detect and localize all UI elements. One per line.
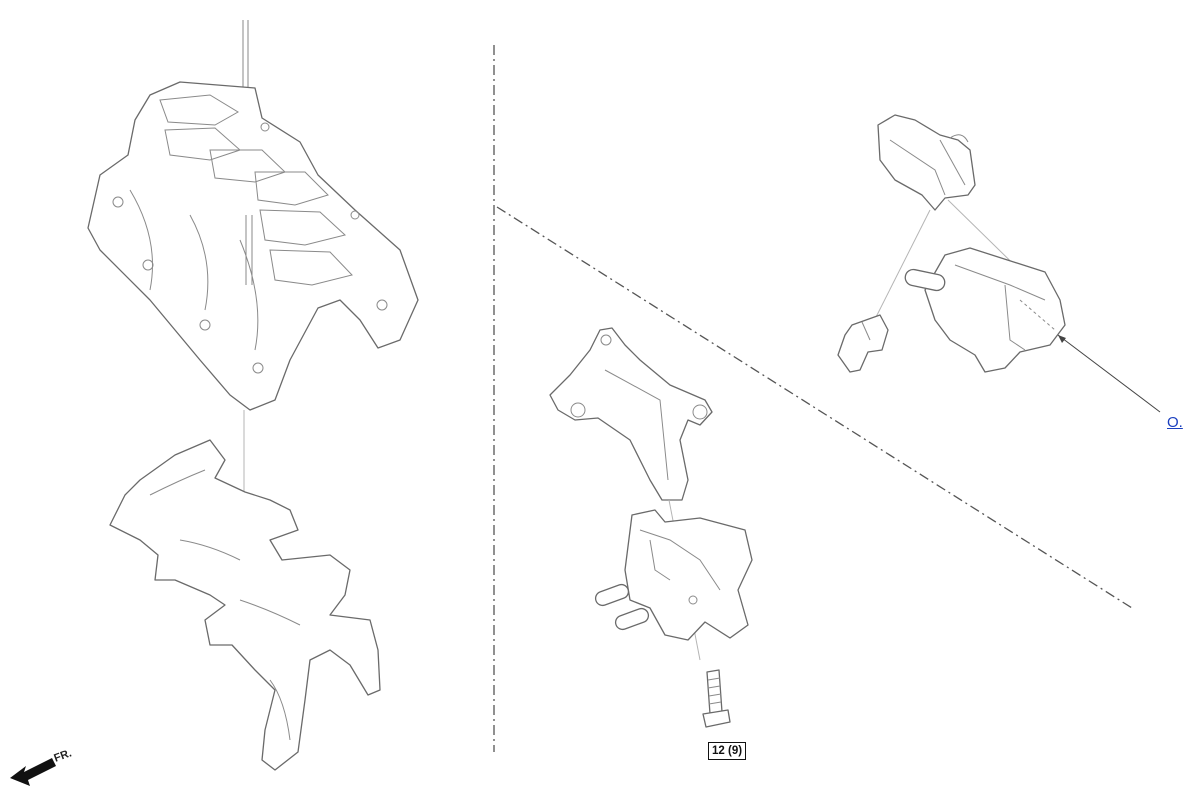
intake-manifold xyxy=(87,20,419,411)
callout-leader xyxy=(1057,334,1161,413)
cover-leader-1 xyxy=(871,209,931,326)
connector-cover xyxy=(877,114,976,211)
callout-arrowhead xyxy=(1058,335,1066,343)
callout-link[interactable]: O. xyxy=(1167,414,1183,431)
diagonal-divider xyxy=(496,206,1133,609)
pressure-sensor xyxy=(904,247,1066,373)
bolt xyxy=(702,669,731,728)
vsv-bracket xyxy=(549,327,713,501)
hose-clip xyxy=(837,314,889,373)
torque-spec-label: 12 (9) xyxy=(708,742,747,760)
manifold-gasket xyxy=(109,439,381,771)
front-arrow-icon xyxy=(10,758,56,786)
vacuum-switching-valve xyxy=(594,509,753,641)
